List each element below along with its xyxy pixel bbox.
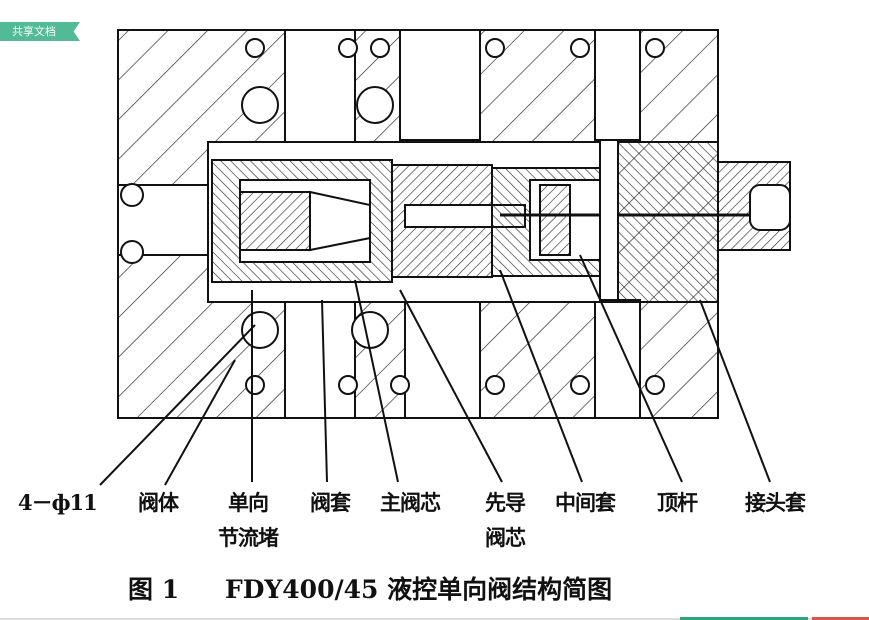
label-middle-sleeve: 中间套	[555, 490, 616, 515]
label-main-spool: 主阀芯	[380, 490, 441, 515]
shared-doc-badge[interactable]: 共享文档	[0, 22, 80, 41]
bottom-divider	[0, 618, 869, 620]
label-pilot-spool-2: 阀芯	[485, 525, 526, 550]
label-pilot-spool-1: 先导	[485, 490, 526, 515]
label-hole: 4－ф11	[18, 490, 98, 515]
bolt-holes	[120, 38, 665, 395]
label-push-rod: 顶杆	[657, 490, 698, 515]
label-check-throttle-1: 单向	[228, 490, 269, 515]
label-sleeve: 阀套	[310, 490, 351, 515]
label-joint-sleeve: 接头套	[745, 490, 806, 515]
bottom-bar-red[interactable]	[812, 617, 869, 620]
label-body: 阀体	[138, 490, 179, 515]
figure-number: 图 1	[128, 575, 180, 604]
valve-body	[117, 29, 791, 419]
leader-lines	[99, 254, 771, 486]
figure-title: FDY400/45 液控单向阀结构简图	[225, 575, 613, 604]
label-check-throttle-2: 节流堵	[218, 525, 279, 550]
bottom-bar-green[interactable]	[680, 617, 808, 620]
